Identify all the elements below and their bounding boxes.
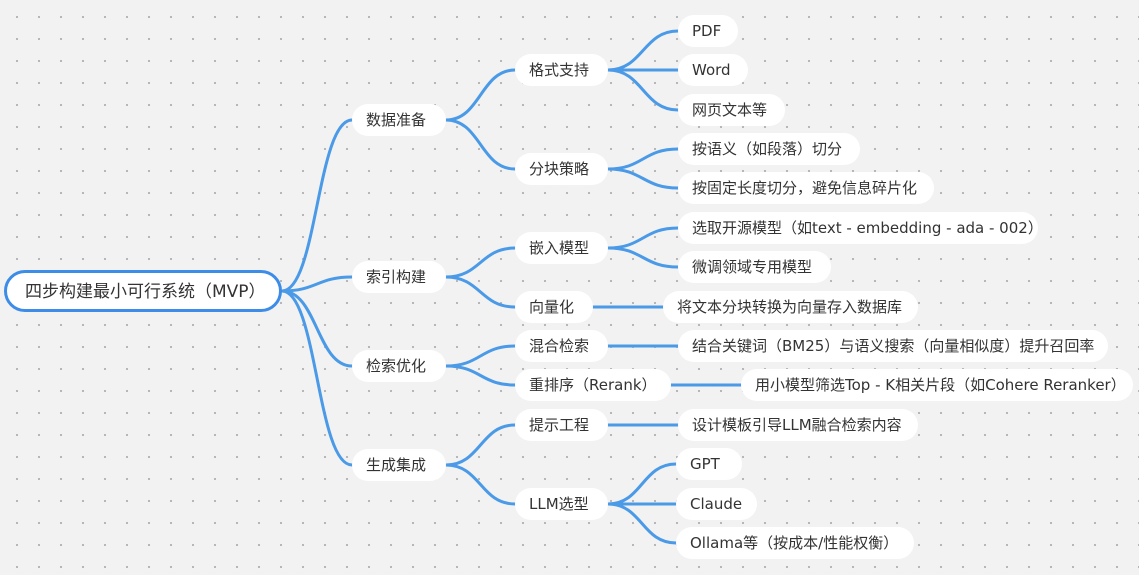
- sub-node-prompt-engineering[interactable]: 提示工程: [515, 409, 608, 441]
- leaf-node-pdf[interactable]: PDF: [678, 15, 738, 47]
- leaf-node-gpt[interactable]: GPT: [676, 448, 742, 480]
- leaf-node-word[interactable]: Word: [678, 54, 748, 86]
- connector-12: [606, 29, 680, 72]
- connector-5: [444, 118, 517, 171]
- connector-18: [606, 246, 680, 269]
- connector-9: [444, 364, 517, 387]
- connector-15: [606, 147, 680, 171]
- leaf-node-vector-to-db[interactable]: 将文本分块转换为向量存入数据库: [663, 291, 918, 323]
- connector-1: [280, 275, 354, 293]
- sub-node-embedding-model[interactable]: 嵌入模型: [515, 232, 608, 264]
- sub-node-chunk-strategy[interactable]: 分块策略: [515, 153, 608, 185]
- leaf-node-semantic-split[interactable]: 按语义（如段落）切分: [678, 133, 860, 165]
- leaf-node-webpage-text[interactable]: 网页文本等: [678, 94, 785, 126]
- leaf-node-finetune-domain-model[interactable]: 微调领域专用模型: [678, 251, 831, 283]
- step-node-retrieval-opt[interactable]: 检索优化: [352, 350, 446, 382]
- step-node-index-build[interactable]: 索引构建: [352, 261, 446, 293]
- connector-10: [444, 423, 517, 467]
- sub-node-rerank[interactable]: 重排序（Rerank）: [515, 369, 671, 401]
- root-node[interactable]: 四步构建最小可行系统（MVP）: [4, 270, 282, 312]
- sub-node-llm-selection[interactable]: LLM选型: [515, 488, 608, 520]
- leaf-node-claude[interactable]: Claude: [676, 488, 757, 520]
- leaf-node-topk-rerank[interactable]: 用小模型筛选Top - K相关片段（如Cohere Reranker）: [741, 369, 1133, 401]
- connector-0: [280, 118, 354, 293]
- connector-2: [280, 289, 354, 368]
- leaf-node-fixed-length-split[interactable]: 按固定长度切分，避免信息碎片化: [678, 172, 934, 204]
- leaf-node-bm25-semantic[interactable]: 结合关键词（BM25）与语义搜索（向量相似度）提升召回率: [678, 330, 1108, 362]
- leaf-node-open-source-model[interactable]: 选取开源模型（如text - embedding - ada - 002）: [678, 212, 1043, 244]
- connector-23: [606, 462, 678, 506]
- leaf-node-ollama[interactable]: Ollama等（按成本/性能权衡）: [676, 527, 914, 559]
- connector-14: [606, 68, 680, 112]
- connector-16: [606, 167, 680, 190]
- connector-3: [280, 289, 354, 467]
- step-node-generation[interactable]: 生成集成: [352, 449, 446, 481]
- sub-node-hybrid-retrieval[interactable]: 混合检索: [515, 330, 608, 362]
- sub-node-vectorization[interactable]: 向量化: [515, 291, 593, 323]
- connector-11: [444, 463, 517, 506]
- connector-4: [444, 68, 517, 122]
- connector-25: [606, 502, 678, 545]
- sub-node-format-support[interactable]: 格式支持: [515, 54, 608, 86]
- connector-7: [444, 275, 517, 309]
- connector-17: [606, 226, 680, 250]
- connector-6: [444, 246, 517, 279]
- connector-8: [444, 344, 517, 368]
- step-node-data-prep[interactable]: 数据准备: [352, 104, 446, 136]
- leaf-node-prompt-template[interactable]: 设计模板引导LLM融合检索内容: [678, 409, 918, 441]
